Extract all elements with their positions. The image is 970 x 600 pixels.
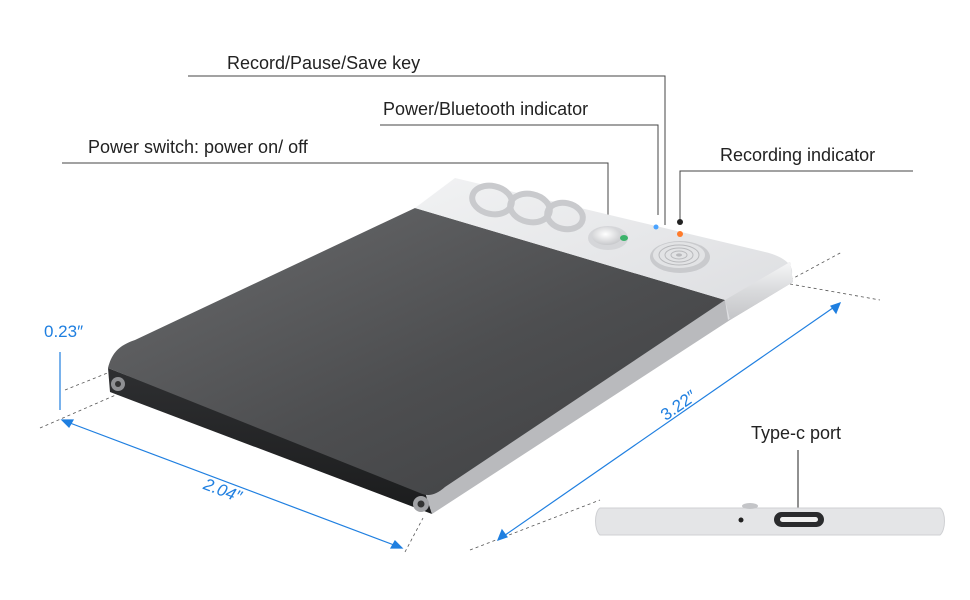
dimension-guides — [39, 251, 881, 553]
power-switch-label: Power switch: power on/ off — [88, 137, 308, 157]
fingerprint-ring-icon — [650, 241, 710, 273]
recording-indicator-leader-dot — [677, 219, 683, 225]
side-view-body — [595, 507, 945, 536]
record-key-leader — [188, 75, 666, 225]
ooo-logo-icon — [469, 182, 586, 233]
screw-left-icon — [111, 377, 125, 391]
type-c-port-label: Type-c port — [751, 423, 842, 443]
recording-indicator-leader — [679, 170, 913, 222]
device-front-edge — [108, 368, 432, 514]
callout-lines — [62, 75, 913, 225]
record-key-label: Record/Pause/Save key — [227, 53, 421, 73]
recording-indicator-icon — [677, 231, 683, 237]
thickness-dimension: 0.23″ — [44, 322, 84, 341]
power-switch-leader — [62, 162, 609, 218]
side-view — [595, 450, 945, 536]
recorder-device — [108, 178, 793, 514]
screw-right-icon — [413, 496, 429, 512]
power-switch-icon — [588, 226, 628, 250]
power-bluetooth-indicator-icon — [653, 224, 659, 230]
power-indicator-leader — [380, 124, 659, 215]
recording-indicator-label: Recording indicator — [720, 145, 876, 165]
device-right-edge — [425, 262, 793, 514]
device-dark-top — [108, 208, 725, 495]
power-indicator-label: Power/Bluetooth indicator — [383, 99, 589, 119]
microphone-hole-icon — [738, 517, 744, 523]
dimension-arrows — [59, 302, 842, 549]
device-light-strip — [725, 262, 793, 320]
